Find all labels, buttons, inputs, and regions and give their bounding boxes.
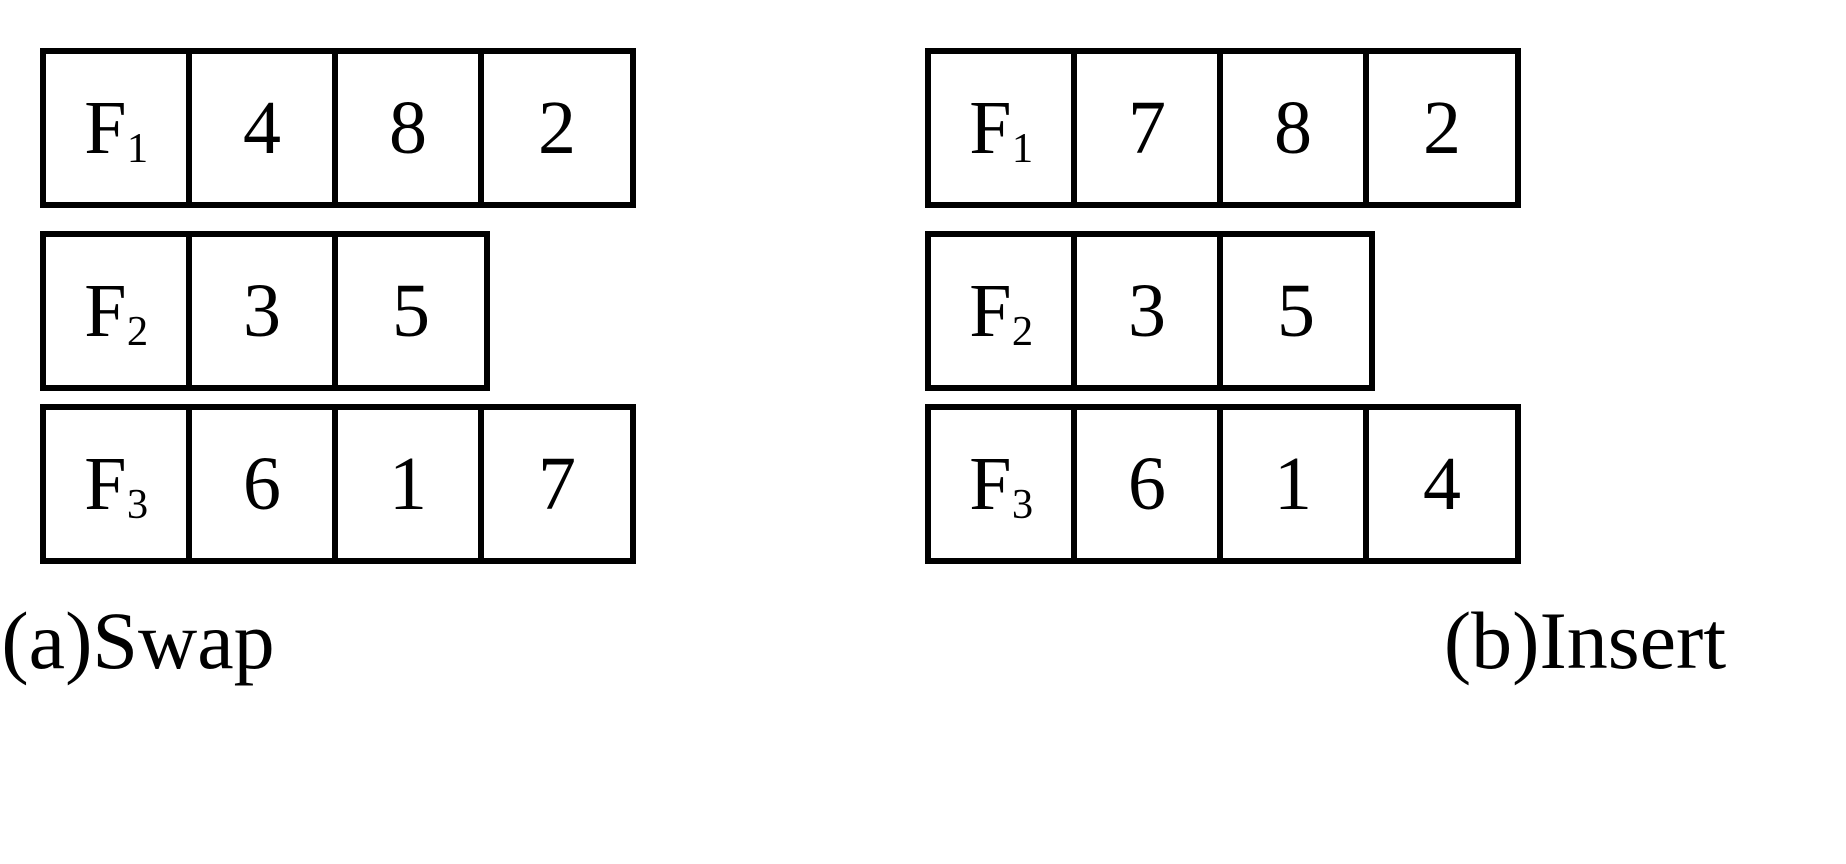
row-label-f3: F3 <box>84 446 148 525</box>
value-cell: 4 <box>1369 410 1515 558</box>
row-f2: F2 3 5 <box>925 231 1375 391</box>
row-label-subscript: 1 <box>1011 124 1034 172</box>
row-label-base: F <box>84 442 127 526</box>
row-f1: F1 4 8 2 <box>40 48 636 208</box>
row-f2: F2 3 5 <box>40 231 490 391</box>
value-cell: 1 <box>338 410 484 558</box>
row-label-subscript: 3 <box>126 480 149 528</box>
row-label-subscript: 2 <box>126 307 149 355</box>
value-cell: 7 <box>484 410 630 558</box>
value-cell: 7 <box>1077 54 1223 202</box>
row-label-f1: F1 <box>969 90 1033 169</box>
row-label-cell-f2: F2 <box>931 237 1077 385</box>
value-cell: 8 <box>1223 54 1369 202</box>
row-label-f3: F3 <box>969 446 1033 525</box>
row-f3: F3 6 1 7 <box>40 404 636 564</box>
row-label-subscript: 1 <box>126 124 149 172</box>
value-cell: 5 <box>1223 237 1369 385</box>
value-cell: 6 <box>1077 410 1223 558</box>
row-label-cell-f1: F1 <box>931 54 1077 202</box>
value-cell: 3 <box>1077 237 1223 385</box>
row-label-cell-f2: F2 <box>46 237 192 385</box>
row-f1: F1 7 8 2 <box>925 48 1521 208</box>
row-label-subscript: 3 <box>1011 480 1034 528</box>
value-cell: 3 <box>192 237 338 385</box>
value-cell: 1 <box>1223 410 1369 558</box>
row-label-subscript: 2 <box>1011 307 1034 355</box>
value-cell: 6 <box>192 410 338 558</box>
row-label-f2: F2 <box>969 273 1033 352</box>
value-cell: 2 <box>1369 54 1515 202</box>
row-label-base: F <box>969 86 1012 170</box>
value-cell: 5 <box>338 237 484 385</box>
row-label-cell-f3: F3 <box>931 410 1077 558</box>
row-f3: F3 6 1 4 <box>925 404 1521 564</box>
row-label-base: F <box>84 269 127 353</box>
row-label-cell-f1: F1 <box>46 54 192 202</box>
row-label-f2: F2 <box>84 273 148 352</box>
row-label-base: F <box>84 86 127 170</box>
row-label-base: F <box>969 442 1012 526</box>
panel-insert: F1 7 8 2 F2 3 5 F3 6 1 4 (b)Insert <box>900 0 1846 864</box>
value-cell: 8 <box>338 54 484 202</box>
panel-swap: F1 4 8 2 F2 3 5 F3 6 1 7 (a)Swap <box>0 0 900 864</box>
row-label-f1: F1 <box>84 90 148 169</box>
value-cell: 2 <box>484 54 630 202</box>
panel-caption-swap: (a)Swap <box>1 595 275 686</box>
row-label-base: F <box>969 269 1012 353</box>
row-label-cell-f3: F3 <box>46 410 192 558</box>
value-cell: 4 <box>192 54 338 202</box>
panel-caption-insert: (b)Insert <box>1443 595 1727 686</box>
